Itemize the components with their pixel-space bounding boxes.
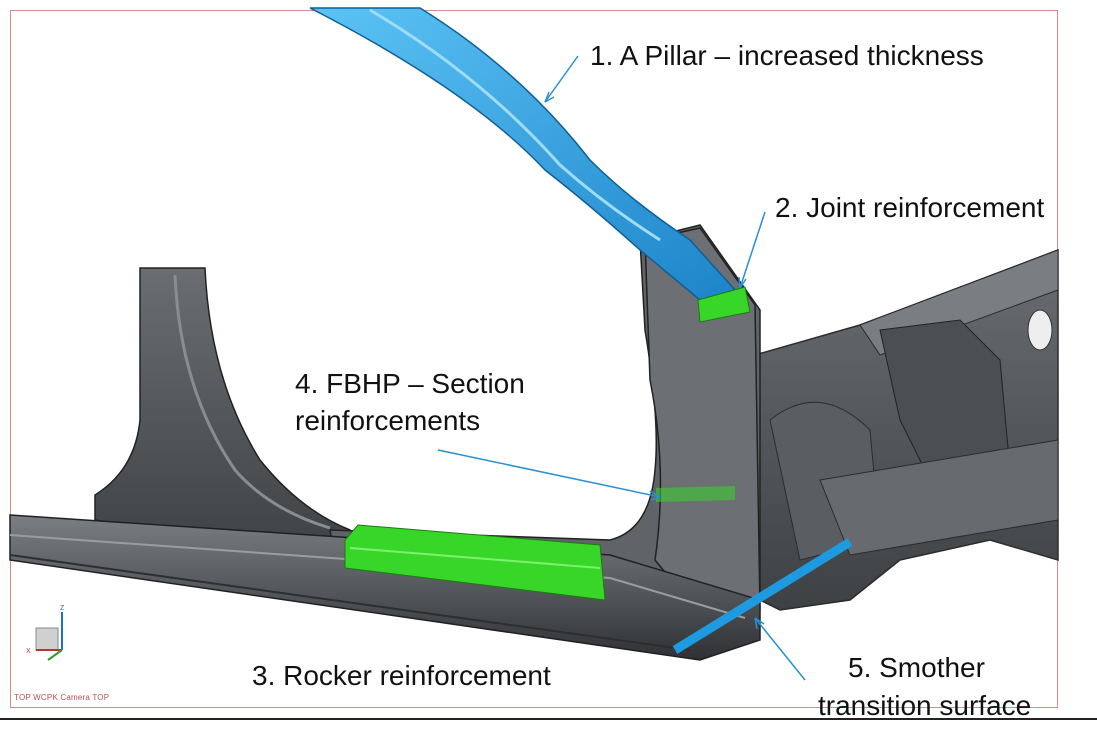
callout-line-joint: [739, 211, 766, 289]
label-fbhp-line1: 4. FBHP – Section: [295, 368, 525, 399]
label-rocker-reinforcement: 3. Rocker reinforcement: [252, 660, 551, 691]
rocker-panel: [9, 514, 761, 661]
rocker-crease: [9, 534, 746, 619]
joint-reinforcement-part: [697, 286, 751, 323]
front-rail: [819, 439, 1059, 556]
callout-arrowhead-joint: [738, 276, 747, 289]
callout-arrowhead-smother: [754, 617, 765, 630]
axis-x-label: X: [26, 648, 31, 655]
firewall-hole: [1027, 309, 1053, 351]
transition-marker: [672, 538, 853, 654]
axis-z-label: Z: [60, 605, 65, 612]
label-joint-reinforcement: 2. Joint reinforcement: [775, 192, 1045, 223]
callout-line-a-pillar: [544, 55, 579, 103]
callout-line-fbhp: [437, 449, 661, 498]
label-smother-line1: 5. Smother: [848, 652, 985, 683]
rocker-lower-edge: [9, 554, 691, 651]
b-pillar: [94, 267, 351, 561]
a-pillar-highlight: [369, 8, 661, 242]
bottom-divider: [0, 718, 1097, 720]
label-a-pillar: 1. A Pillar – increased thickness: [590, 40, 984, 71]
rocker-reinforcement-part: [344, 524, 606, 601]
callout-line-smother: [754, 617, 806, 681]
callout-arrowhead-a-pillar: [544, 91, 555, 103]
b-pillar-flange: [173, 274, 331, 530]
fbhp-section-band: [656, 486, 735, 502]
rocker-reinforcement-ridge: [349, 547, 601, 569]
label-fbhp-line2: reinforcements: [295, 405, 481, 436]
callout-arrowhead-fbhp: [649, 490, 661, 501]
axis-triad: Z X: [26, 605, 65, 661]
label-smother-line2: transition surface: [818, 690, 1032, 721]
camera-label: TOP WCPK Camera TOP: [14, 693, 110, 702]
